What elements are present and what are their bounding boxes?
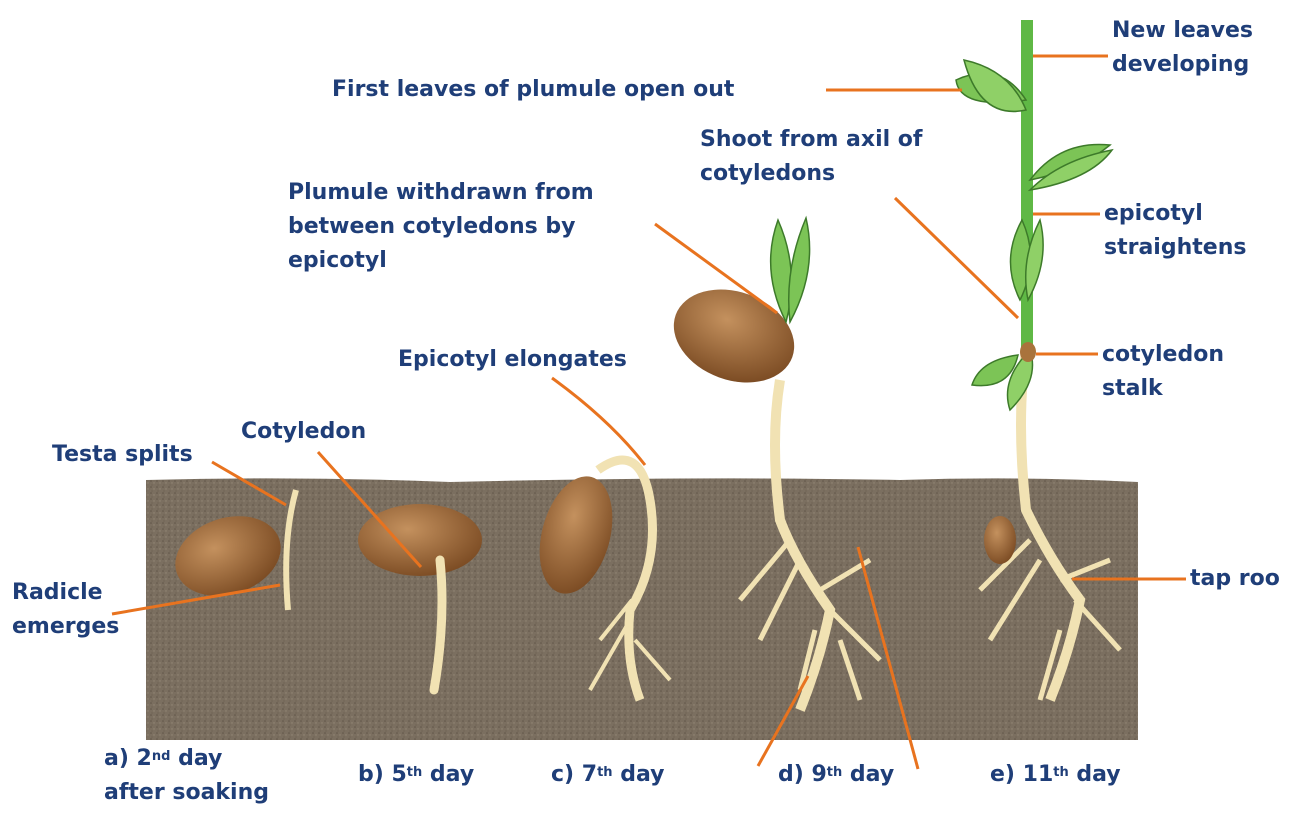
caption-stage-e: e) 11th day xyxy=(990,758,1121,792)
label-cotyledon-stalk: cotyledon stalk xyxy=(1102,338,1224,406)
label-shoot-axil: Shoot from axil of cotyledons xyxy=(700,123,923,191)
label-epicotyl-straightens: epicotyl straightens xyxy=(1104,197,1246,265)
caption-stage-c: c) 7th day xyxy=(551,758,664,792)
caption-stage-d: d) 9th day xyxy=(778,758,894,792)
leader-epicotyl-elongates xyxy=(552,378,645,465)
label-first-leaves: First leaves of plumule open out xyxy=(332,73,734,107)
soil xyxy=(146,478,1138,740)
label-radicle-emerges: Radicle emerges xyxy=(12,576,119,644)
label-epicotyl-elongates: Epicotyl elongates xyxy=(398,343,627,377)
label-new-leaves: New leaves developing xyxy=(1112,14,1253,82)
caption-stage-a: a) 2nd day after soaking xyxy=(104,742,269,810)
label-tap-root: tap roo xyxy=(1190,562,1280,596)
label-cotyledon: Cotyledon xyxy=(241,415,366,449)
label-plumule-withdrawn: Plumule withdrawn from between cotyledon… xyxy=(288,176,594,278)
leader-shoot-axil xyxy=(895,198,1018,318)
label-testa-splits: Testa splits xyxy=(52,438,193,472)
caption-stage-b: b) 5th day xyxy=(358,758,474,792)
